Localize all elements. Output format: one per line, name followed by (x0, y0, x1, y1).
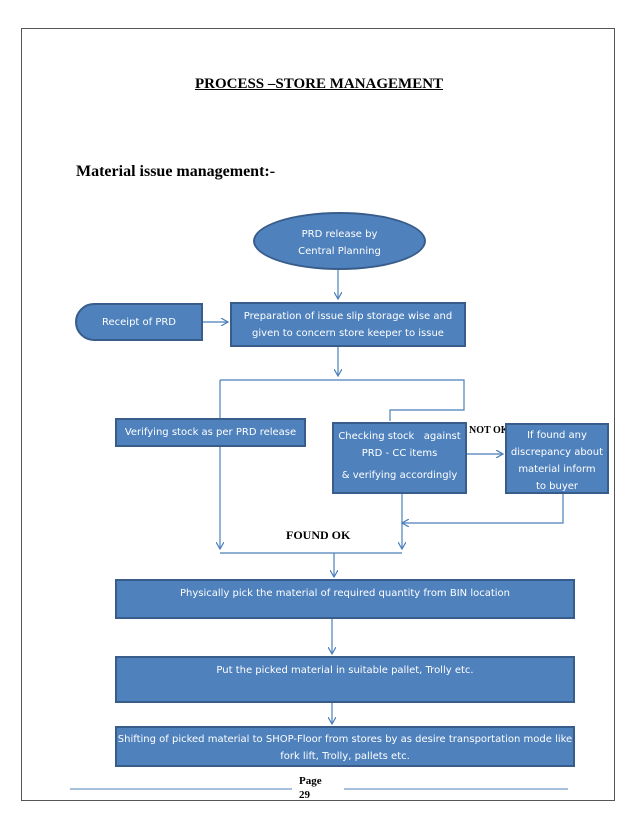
checking-stock-line2: PRD - CC items (361, 448, 438, 459)
shifting-node: Shifting of picked material to SHOP-Floo… (115, 726, 575, 767)
discrepancy-line2: discrepancy about (510, 447, 604, 458)
preparation-node: Preparation of issue slip storage wise a… (230, 302, 466, 347)
receipt-of-prd-label: Receipt of PRD (101, 317, 177, 328)
discrepancy-node: If found any discrepancy about material … (505, 423, 609, 494)
discrepancy-return (402, 494, 564, 523)
prd-release-node: PRD release by Central Planning (253, 212, 426, 270)
discrepancy-line3: material inform (518, 464, 596, 475)
verifying-stock-node: Verifying stock as per PRD release (115, 418, 306, 447)
checking-stock-node: Checking stock against PRD - CC items & … (332, 422, 467, 494)
prd-release-line1: PRD release by (301, 229, 378, 240)
found-ok-label: FOUND OK (286, 528, 351, 542)
page-border (21, 28, 615, 801)
physically-pick-label: Physically pick the material of required… (179, 588, 510, 599)
receipt-of-prd-node: Receipt of PRD (75, 303, 203, 341)
discrepancy-line4: to buyer (535, 481, 579, 492)
prd-release-line2: Central Planning (298, 246, 381, 257)
split-line (220, 379, 465, 421)
discrepancy-line1: If found any (527, 430, 587, 441)
page-label: Page (299, 775, 322, 787)
page-number-value: 29 (299, 789, 310, 801)
section-heading: Material issue management:- (76, 163, 276, 180)
page-number: Page 29 (299, 774, 322, 802)
shifting-line1: Shifting of picked material to SHOP-Floo… (117, 734, 573, 745)
checking-stock-line1: Checking stock against (338, 431, 461, 442)
put-picked-node: Put the picked material in suitable pall… (115, 656, 575, 703)
checking-stock-line3: & verifying accordingly (341, 470, 458, 481)
preparation-line2: given to concern store keeper to issue (252, 328, 444, 339)
not-ok-label: NOT OK (469, 425, 509, 436)
preparation-line1: Preparation of issue slip storage wise a… (243, 311, 453, 322)
put-picked-label: Put the picked material in suitable pall… (216, 665, 474, 676)
shifting-line2: fork lift, Trolly, pallets etc. (280, 751, 410, 762)
physically-pick-node: Physically pick the material of required… (115, 579, 575, 619)
page-title: PROCESS –STORE MANAGEMENT (194, 76, 444, 92)
verifying-stock-label: Verifying stock as per PRD release (124, 427, 297, 438)
